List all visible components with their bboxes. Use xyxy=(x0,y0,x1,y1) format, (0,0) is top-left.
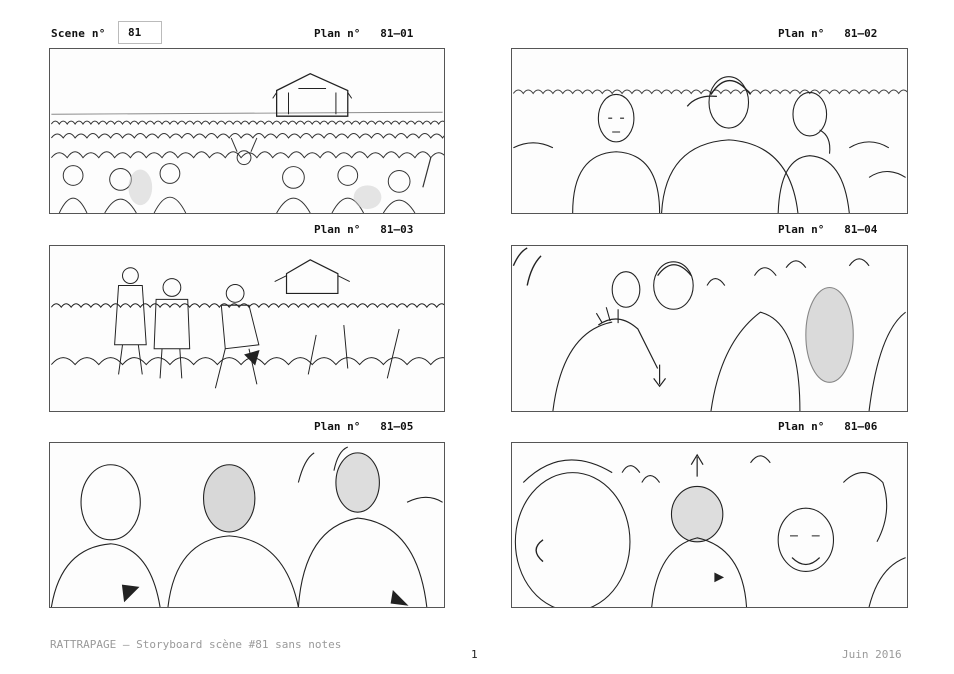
scene-number-field[interactable]: 81 xyxy=(118,21,162,44)
plan-number: 81—06 xyxy=(844,420,878,433)
close-faces-sketch xyxy=(514,453,906,607)
pushing-crowd-sketch xyxy=(512,247,906,411)
storyboard-panel-2[interactable] xyxy=(511,48,908,214)
storyboard-panel-6[interactable] xyxy=(511,442,908,608)
plan-number: 81—01 xyxy=(380,27,414,40)
three-people-sketch xyxy=(512,76,907,213)
plan-label-2: Plan n° 81—02 xyxy=(778,27,878,40)
walking-crowd-sketch xyxy=(50,259,444,389)
footer-title: RATTRAPAGE — Storyboard scène #81 sans n… xyxy=(50,638,342,651)
plan-label-1: Plan n° 81—01 xyxy=(314,27,414,40)
plan-number: 81—03 xyxy=(380,223,414,236)
storyboard-panel-3[interactable] xyxy=(49,245,445,412)
scene-label: Scene n° xyxy=(51,27,106,40)
plan-number: 81—02 xyxy=(844,27,878,40)
crowd-behind-sketch xyxy=(50,446,443,607)
plan-number: 81—05 xyxy=(380,420,414,433)
footer-date: Juin 2016 xyxy=(842,648,902,661)
storyboard-panel-1[interactable] xyxy=(49,48,445,214)
plan-label-3: Plan n° 81—03 xyxy=(314,223,414,236)
plan-number: 81—04 xyxy=(844,223,878,236)
plan-label-5: Plan n° 81—05 xyxy=(314,420,414,433)
page-number: 1 xyxy=(471,648,478,661)
plan-label-6: Plan n° 81—06 xyxy=(778,420,878,433)
storyboard-panel-4[interactable] xyxy=(511,245,908,412)
storyboard-panel-5[interactable] xyxy=(49,442,445,608)
crowd-stage-sketch xyxy=(50,72,444,213)
plan-label-4: Plan n° 81—04 xyxy=(778,223,878,236)
